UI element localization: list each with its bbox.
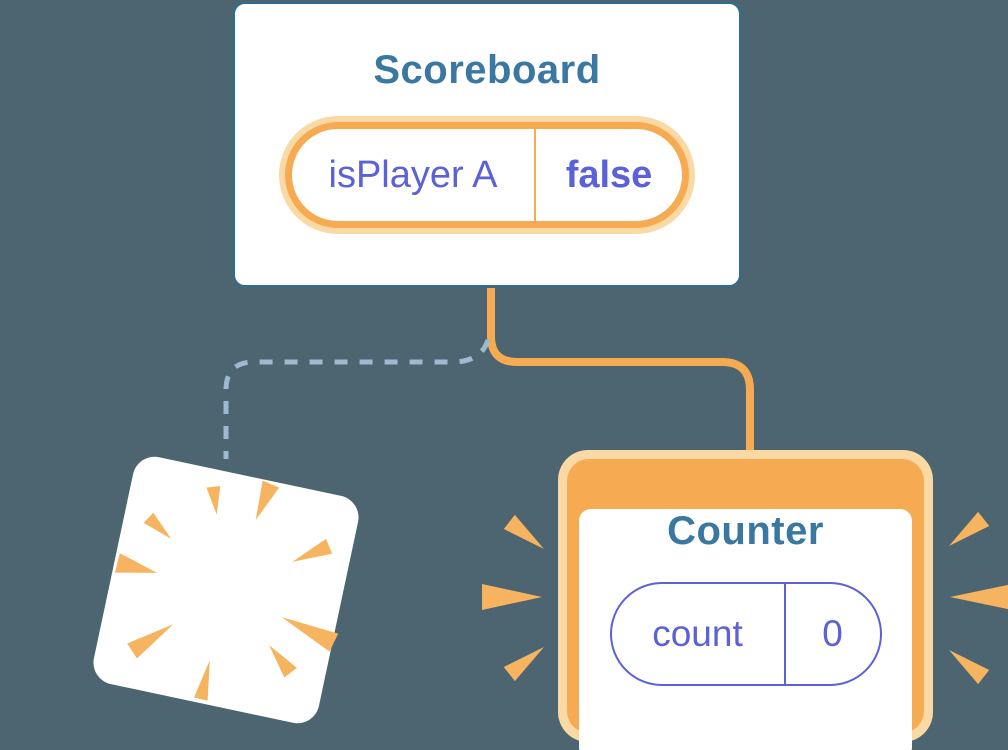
burst-ray <box>269 645 297 678</box>
counter-burst-left-icon <box>482 514 544 682</box>
state-value-label: 0 <box>822 613 843 654</box>
burst-ray <box>281 617 339 652</box>
burst-ray <box>949 511 990 546</box>
state-key-label: isPlayer A <box>328 153 498 196</box>
burst-ray <box>127 624 174 659</box>
poof-burst-icon <box>114 480 339 701</box>
connector-scoreboard-to-counter <box>487 288 754 452</box>
scoreboard-card: Scoreboard isPlayer A false <box>233 2 741 287</box>
burst-ray <box>503 647 544 682</box>
burst-ray <box>255 480 280 521</box>
scoreboard-state-pill: isPlayer A false <box>279 116 695 234</box>
state-key-label: count <box>652 613 743 654</box>
burst-ray <box>193 660 210 701</box>
connector-scoreboard-to-removed-dashed <box>223 339 491 459</box>
burst-ray <box>950 584 1008 610</box>
burst-ray <box>949 650 990 685</box>
burst-ray <box>206 485 221 515</box>
burst-ray <box>482 584 542 610</box>
burst-ray <box>143 512 172 539</box>
burst-ray <box>503 514 544 549</box>
scoreboard-state-pill-inner: isPlayer A false <box>285 122 689 228</box>
state-value-label: false <box>565 153 653 196</box>
counter-state-pill: count 0 <box>609 582 882 686</box>
poof-card <box>93 456 359 724</box>
counter-burst-right-icon <box>949 511 1008 685</box>
burst-ray <box>114 553 158 573</box>
counter-card: Counter count 0 <box>558 450 933 750</box>
counter-card-border: Counter count 0 <box>567 459 924 750</box>
pill-divider <box>783 584 786 684</box>
counter-title: Counter <box>667 509 824 553</box>
burst-ray <box>292 538 333 562</box>
counter-card-inner: Counter count 0 <box>579 509 912 750</box>
pill-divider <box>534 129 536 221</box>
scoreboard-title: Scoreboard <box>373 48 601 92</box>
